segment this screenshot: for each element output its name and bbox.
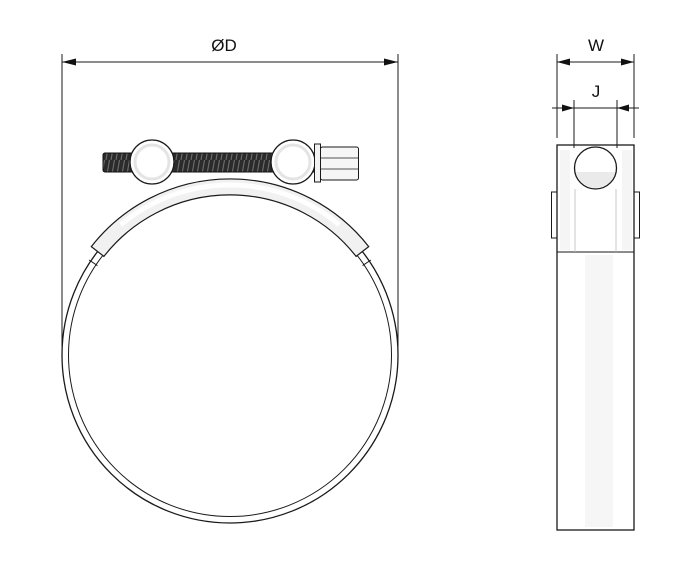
fastener: [314, 143, 359, 183]
arrow-left-icon: [557, 58, 570, 66]
band-shading: [585, 255, 613, 527]
width-dimension: W: [556, 36, 635, 138]
arrow-right-icon: [384, 58, 398, 66]
trunnion-left: [129, 139, 175, 185]
diameter-dimension: ØD: [61, 36, 399, 348]
trunnion-pin-left: [551, 191, 558, 239]
arrow-inward-right-icon: [617, 104, 629, 112]
band-notch-right: [362, 259, 372, 267]
bolt-end-shade: [575, 172, 616, 188]
trunnion-right: [270, 139, 316, 185]
housing-shading-right: [622, 150, 632, 250]
arrow-right-icon: [621, 58, 634, 66]
bolt-diameter-label: J: [592, 82, 601, 101]
trunnion-left-shade: [133, 143, 171, 181]
front-view: ØD: [61, 36, 399, 524]
width-label: W: [588, 36, 604, 55]
band-side-profile: [551, 144, 640, 531]
arrow-inward-left-icon: [562, 104, 574, 112]
diameter-label: ØD: [211, 36, 237, 55]
saddle-bridge: [90, 178, 370, 258]
trunnions: [129, 139, 316, 185]
trunnion-pin-right: [633, 191, 640, 239]
housing-shading-left: [560, 150, 570, 250]
bridge-highlight: [119, 182, 341, 227]
hex-nut: [320, 146, 359, 181]
side-view: W J: [551, 36, 640, 531]
band-outline: [556, 144, 635, 531]
bolt-diameter-dimension: J: [552, 82, 639, 148]
washer: [314, 143, 321, 183]
band-notch-left: [88, 259, 98, 267]
arrow-left-icon: [62, 58, 76, 66]
trunnion-right-shade: [274, 143, 312, 181]
